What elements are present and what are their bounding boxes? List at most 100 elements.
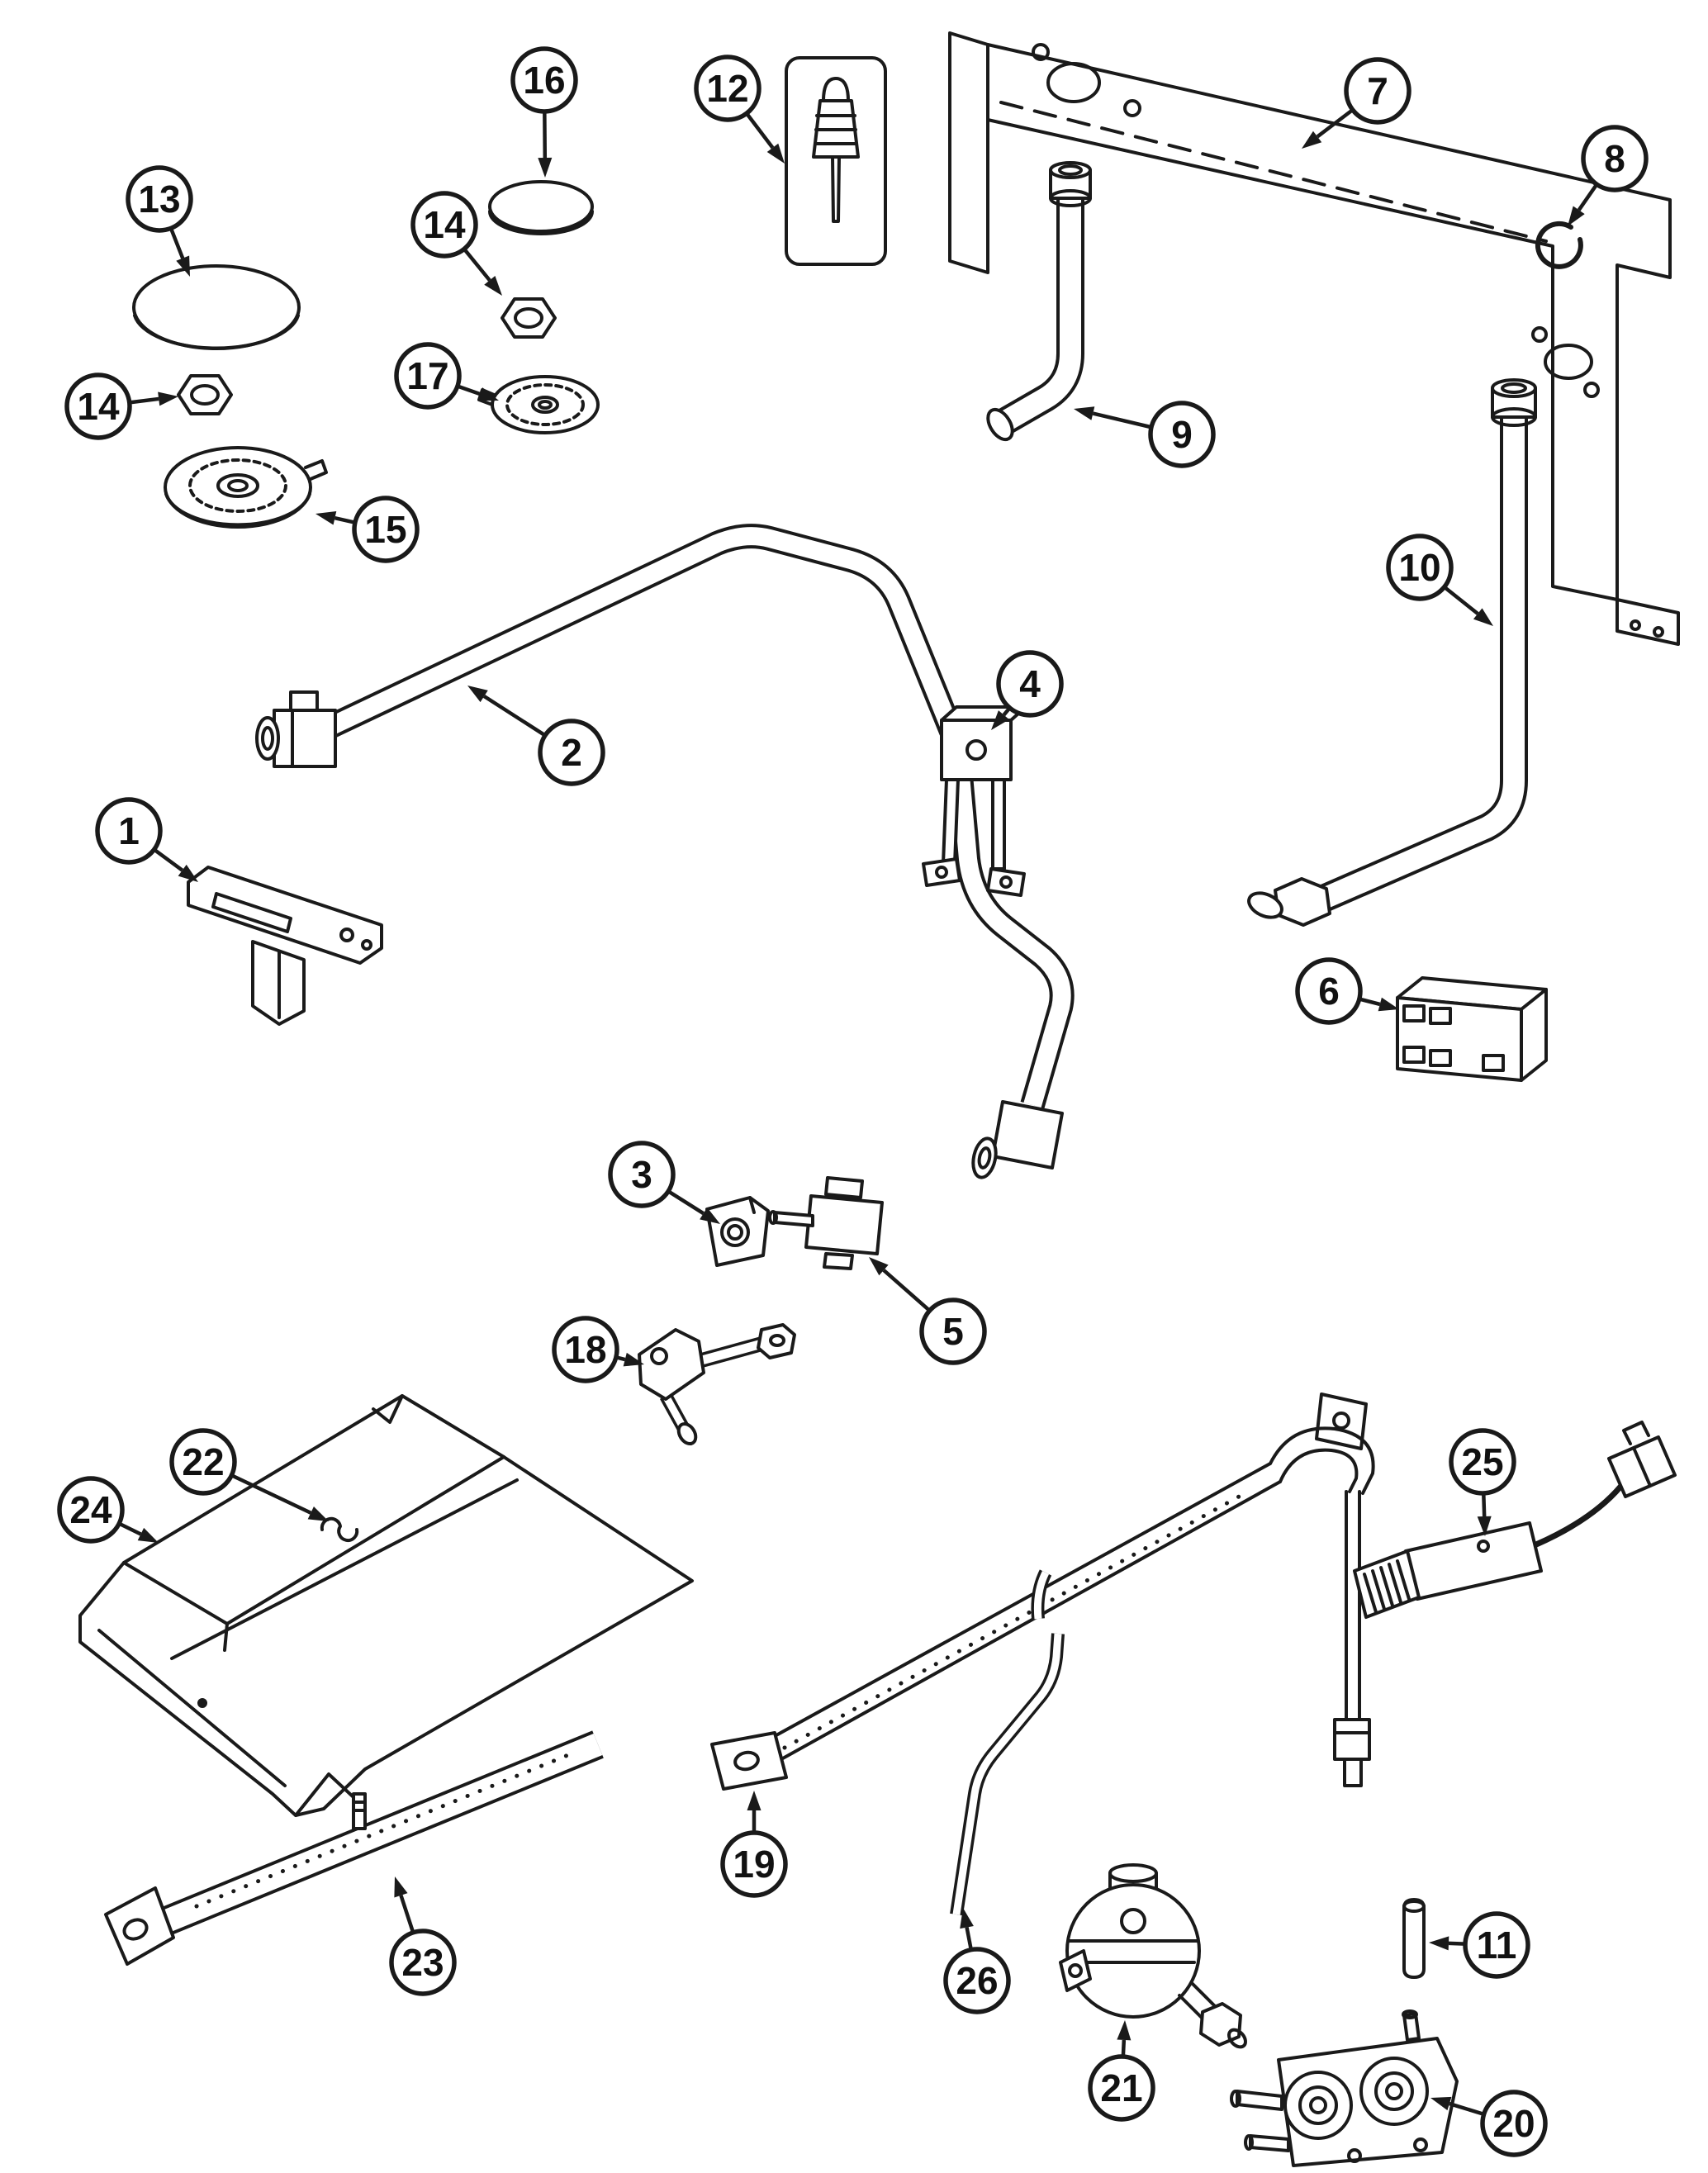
callout-19: 19: [720, 1791, 788, 1898]
spark-igniter-detail-box: [785, 56, 887, 266]
callout-15-circle: [352, 496, 420, 563]
leader-line: [1121, 2039, 1127, 2057]
leader-line: [1092, 411, 1152, 429]
callout-10-circle: [1386, 534, 1454, 601]
burner-head-large: [164, 446, 328, 529]
callout-24-circle: [57, 1476, 125, 1544]
orifice-holder: [705, 1196, 770, 1267]
leader-line: [1482, 1492, 1487, 1517]
leader-arrowhead: [869, 1257, 889, 1276]
leader-arrowhead: [960, 1908, 974, 1929]
gas-tube-long: [1247, 378, 1537, 927]
leader-arrowhead: [1568, 206, 1585, 226]
leader-arrowhead: [1378, 997, 1399, 1012]
callout-14b-label: 14: [77, 385, 120, 428]
callout-24-label: 24: [69, 1488, 112, 1531]
leader-arrowhead: [394, 1876, 408, 1898]
leader-arrowhead: [623, 1352, 644, 1367]
retaining-ring: [1535, 221, 1583, 269]
callout-22-circle: [169, 1428, 237, 1496]
leader-line: [230, 1473, 312, 1515]
leader-line: [1443, 585, 1479, 615]
callout-12: 12: [694, 55, 785, 164]
leader-line: [463, 248, 491, 282]
callout-10-label: 10: [1398, 546, 1440, 589]
callout-15: 15: [316, 496, 420, 563]
callout-4-circle: [996, 650, 1064, 718]
leader-line: [1359, 997, 1381, 1007]
burner-tube: [104, 1730, 604, 1966]
callout-23: 23: [389, 1876, 457, 1996]
leader-line: [882, 1269, 931, 1312]
callout-6-label: 6: [1318, 970, 1340, 1013]
leader-arrowhead: [538, 157, 553, 178]
callout-21: 21: [1088, 2020, 1155, 2122]
callout-20: 20: [1430, 2090, 1548, 2157]
callout-3-label: 3: [631, 1153, 652, 1196]
leader-arrowhead: [178, 864, 198, 882]
orifice-elbow: [638, 1323, 796, 1446]
callout-13-label: 13: [138, 178, 180, 221]
callout-1-label: 1: [118, 809, 140, 852]
callout-21-label: 21: [1100, 2066, 1142, 2109]
tube-mounting-bracket: [922, 705, 1027, 897]
leader-arrowhead: [1074, 406, 1095, 420]
callout-23-circle: [389, 1929, 457, 1996]
callout-22: 22: [169, 1428, 329, 1521]
callout-25-label: 25: [1461, 1440, 1503, 1483]
callout-6: 6: [1295, 957, 1399, 1025]
callout-5-label: 5: [942, 1310, 964, 1353]
callout-14a: 14: [410, 191, 502, 296]
callout-25: 25: [1449, 1428, 1516, 1536]
leader-arrowhead: [307, 1506, 329, 1521]
callout-14a-circle: [410, 191, 478, 259]
burner-nut-top: [501, 297, 557, 339]
leader-arrowhead: [991, 710, 1009, 730]
callout-9-label: 9: [1171, 413, 1193, 456]
igniter-switch: [768, 1176, 884, 1270]
leader-arrowhead: [158, 391, 178, 406]
callout-9-circle: [1148, 401, 1216, 468]
gas-tube-small: [950, 1569, 1065, 1916]
leader-line: [399, 1895, 415, 1933]
callout-11-circle: [1463, 1911, 1530, 1979]
callout-15-label: 15: [364, 508, 406, 551]
leader-line: [457, 384, 482, 396]
leader-arrowhead: [1473, 608, 1493, 626]
leader-arrowhead: [176, 255, 190, 277]
callout-12-circle: [694, 55, 761, 122]
burner-cap-small: [488, 180, 594, 235]
callout-12-label: 12: [706, 67, 748, 110]
leader-line: [153, 847, 184, 872]
leader-arrowhead: [467, 686, 488, 703]
callout-6-circle: [1295, 957, 1363, 1025]
callout-25-circle: [1449, 1428, 1516, 1496]
callout-18: 18: [552, 1316, 644, 1383]
leader-arrowhead: [1430, 2096, 1452, 2111]
leader-arrowhead: [700, 1207, 720, 1224]
callout-4: 4: [991, 650, 1064, 730]
callout-17-circle: [394, 342, 462, 410]
callout-5-circle: [919, 1298, 987, 1365]
callout-3-circle: [608, 1141, 676, 1208]
leader-line: [1449, 2101, 1485, 2117]
callout-16: 16: [510, 46, 578, 178]
leader-line: [168, 227, 185, 259]
callout-2-label: 2: [561, 731, 582, 774]
callout-11-label: 11: [1477, 1924, 1517, 1967]
leader-arrowhead: [484, 276, 502, 296]
leader-arrowhead: [1302, 130, 1322, 149]
callout-3: 3: [608, 1141, 720, 1224]
callout-11: 11: [1429, 1911, 1530, 1979]
gas-valve-assembly: [1230, 2009, 1459, 2167]
callout-16-circle: [510, 46, 578, 114]
leader-line: [1577, 183, 1599, 211]
callout-14b-circle: [64, 372, 132, 440]
callout-21-circle: [1088, 2054, 1155, 2122]
callout-13-circle: [126, 165, 193, 233]
callout-19-circle: [720, 1830, 788, 1898]
igniter-cable: [1353, 1421, 1677, 1619]
callout-1: 1: [95, 797, 198, 882]
callout-18-label: 18: [564, 1328, 606, 1371]
